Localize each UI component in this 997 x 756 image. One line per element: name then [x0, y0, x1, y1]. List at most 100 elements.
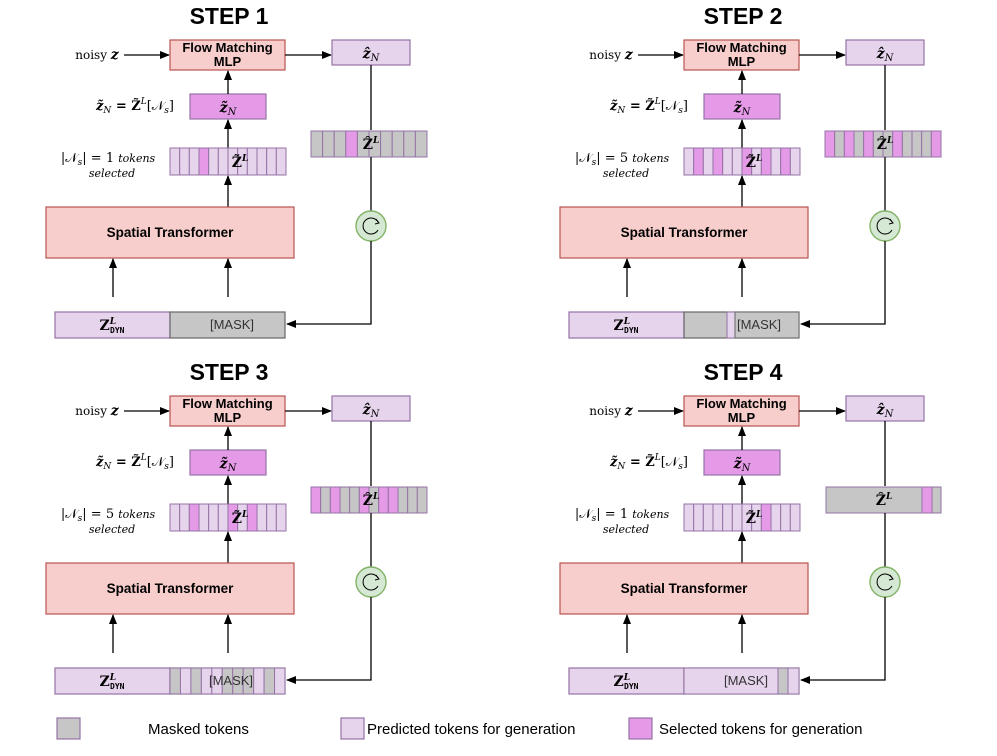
- eq-rhs-sub: s: [678, 106, 683, 116]
- mlp-label: MLP: [728, 410, 756, 425]
- eq-close: ]: [683, 99, 688, 114]
- legend-label-predicted: Predicted tokens for generation: [367, 721, 575, 738]
- right-token: [345, 130, 358, 158]
- flow-matching-mlp-block: [683, 395, 800, 427]
- selected-word: selected: [603, 523, 649, 536]
- right-token-selected: [921, 486, 933, 514]
- ztilde-l-superscript: L: [755, 510, 762, 520]
- z-dyn-box: [568, 311, 685, 339]
- z-dyn-symbol: Z: [99, 674, 109, 690]
- mask-label: [MASK]: [210, 317, 254, 332]
- eq-rhs: [𝒩: [147, 99, 167, 114]
- eq-lhs: z̃: [609, 455, 618, 470]
- eq-mid: = Z̃: [625, 98, 655, 114]
- zhat-n-label: ẑN: [876, 402, 895, 420]
- ztilde-subscript: N: [741, 107, 752, 118]
- zhat-subscript: N: [370, 409, 381, 420]
- ztilde-subscript: N: [227, 107, 238, 118]
- right-token: [310, 130, 324, 158]
- top-token: [179, 503, 190, 532]
- zhat-n-box: [845, 39, 925, 66]
- noisy-var: z: [110, 47, 120, 63]
- ns-mid: | =: [82, 507, 106, 522]
- noisy-z-label: noisy z: [75, 47, 120, 63]
- mask-label: [MASK]: [737, 317, 781, 332]
- zhat-l-label: ẐL: [363, 491, 380, 509]
- selected-count-label: |𝒩s| = 5 tokens: [575, 151, 670, 168]
- zhat-n-box: [845, 395, 925, 422]
- eq-mid: = Z̃: [625, 454, 655, 470]
- eq-lhs-sub: N: [616, 462, 626, 472]
- eq-mid: = Z̃: [111, 98, 141, 114]
- top-token: [780, 147, 791, 176]
- top-token: [722, 503, 733, 532]
- refresh-icon: [869, 566, 901, 598]
- eq-lhs: z̃: [95, 455, 104, 470]
- ztilde-symbol: z̃: [733, 455, 743, 472]
- ztilde-equation: z̃N = Z̃L[𝒩s]: [95, 97, 174, 116]
- ns-mid: | =: [596, 151, 620, 166]
- right-token: [380, 130, 393, 158]
- top-token: [217, 503, 229, 532]
- refresh-icon-arc: [876, 217, 893, 235]
- zhat-l-symbol: Ẑ: [363, 491, 373, 509]
- zhat-l-symbol: Ẑ: [363, 135, 373, 153]
- mask-label: [MASK]: [724, 673, 768, 688]
- noisy-z-label: noisy z: [589, 47, 634, 63]
- right-token: [320, 486, 331, 514]
- right-token: [414, 130, 428, 158]
- ns-sub: s: [78, 514, 83, 524]
- refresh-icon-head: [888, 218, 894, 225]
- top-token: [266, 503, 277, 532]
- zhat-l-label: ẐL: [876, 491, 893, 509]
- selected-word: selected: [603, 167, 649, 180]
- z-dyn-symbol: Z: [99, 318, 109, 334]
- ztilde-symbol: z̃: [219, 99, 229, 116]
- mlp-label: MLP: [214, 54, 242, 69]
- ns-count: 1: [106, 151, 118, 166]
- zhat-symbol: ẑ: [362, 46, 372, 62]
- top-token: [256, 147, 268, 176]
- ztilde-subscript: N: [227, 463, 238, 474]
- z-dyn-subscript: DYN: [110, 326, 125, 335]
- eq-sup: L: [140, 453, 147, 463]
- ns-tokens: tokens: [118, 508, 155, 521]
- top-token: [693, 503, 704, 532]
- spatial-transformer-block: [559, 562, 809, 615]
- zhat-subscript: N: [884, 53, 895, 64]
- arrow-cycle-to-mask: [800, 241, 886, 328]
- ns-tokens: tokens: [632, 508, 669, 521]
- step-title: STEP 3: [190, 359, 269, 385]
- ns-prefix: |𝒩: [61, 507, 80, 522]
- zhat-symbol: ẑ: [362, 402, 372, 418]
- refresh-icon-arc: [362, 573, 379, 591]
- legend: Masked tokens Predicted tokens for genera…: [56, 717, 862, 740]
- flow-matching-label: Flow Matching: [696, 396, 786, 411]
- ztilde-l-superscript: L: [241, 510, 248, 520]
- ns-count: 5: [106, 507, 118, 522]
- top-token: [722, 147, 733, 176]
- ztilde-l-label: Z̃L: [232, 509, 249, 527]
- noisy-label: noisy: [589, 404, 625, 418]
- top-token: [198, 147, 210, 176]
- right-token: [416, 486, 428, 514]
- right-token: [853, 130, 865, 158]
- ns-mid: | =: [596, 507, 620, 522]
- top-token: [169, 503, 181, 532]
- z-dyn-subscript: DYN: [624, 682, 639, 691]
- zhat-l-superscript: L: [372, 136, 379, 146]
- ztilde-n-label: z̃N: [219, 455, 238, 474]
- legend-label-masked: Masked tokens: [148, 721, 249, 738]
- ztilde-n-label: z̃N: [219, 99, 238, 118]
- ztilde-n-box: [189, 449, 267, 476]
- top-token: [702, 147, 714, 176]
- top-token: [208, 147, 219, 176]
- zhat-n-box: [331, 39, 411, 66]
- bottom-token: [253, 667, 265, 695]
- top-token: [275, 503, 287, 532]
- eq-sup: L: [654, 97, 661, 107]
- right-token: [333, 130, 347, 158]
